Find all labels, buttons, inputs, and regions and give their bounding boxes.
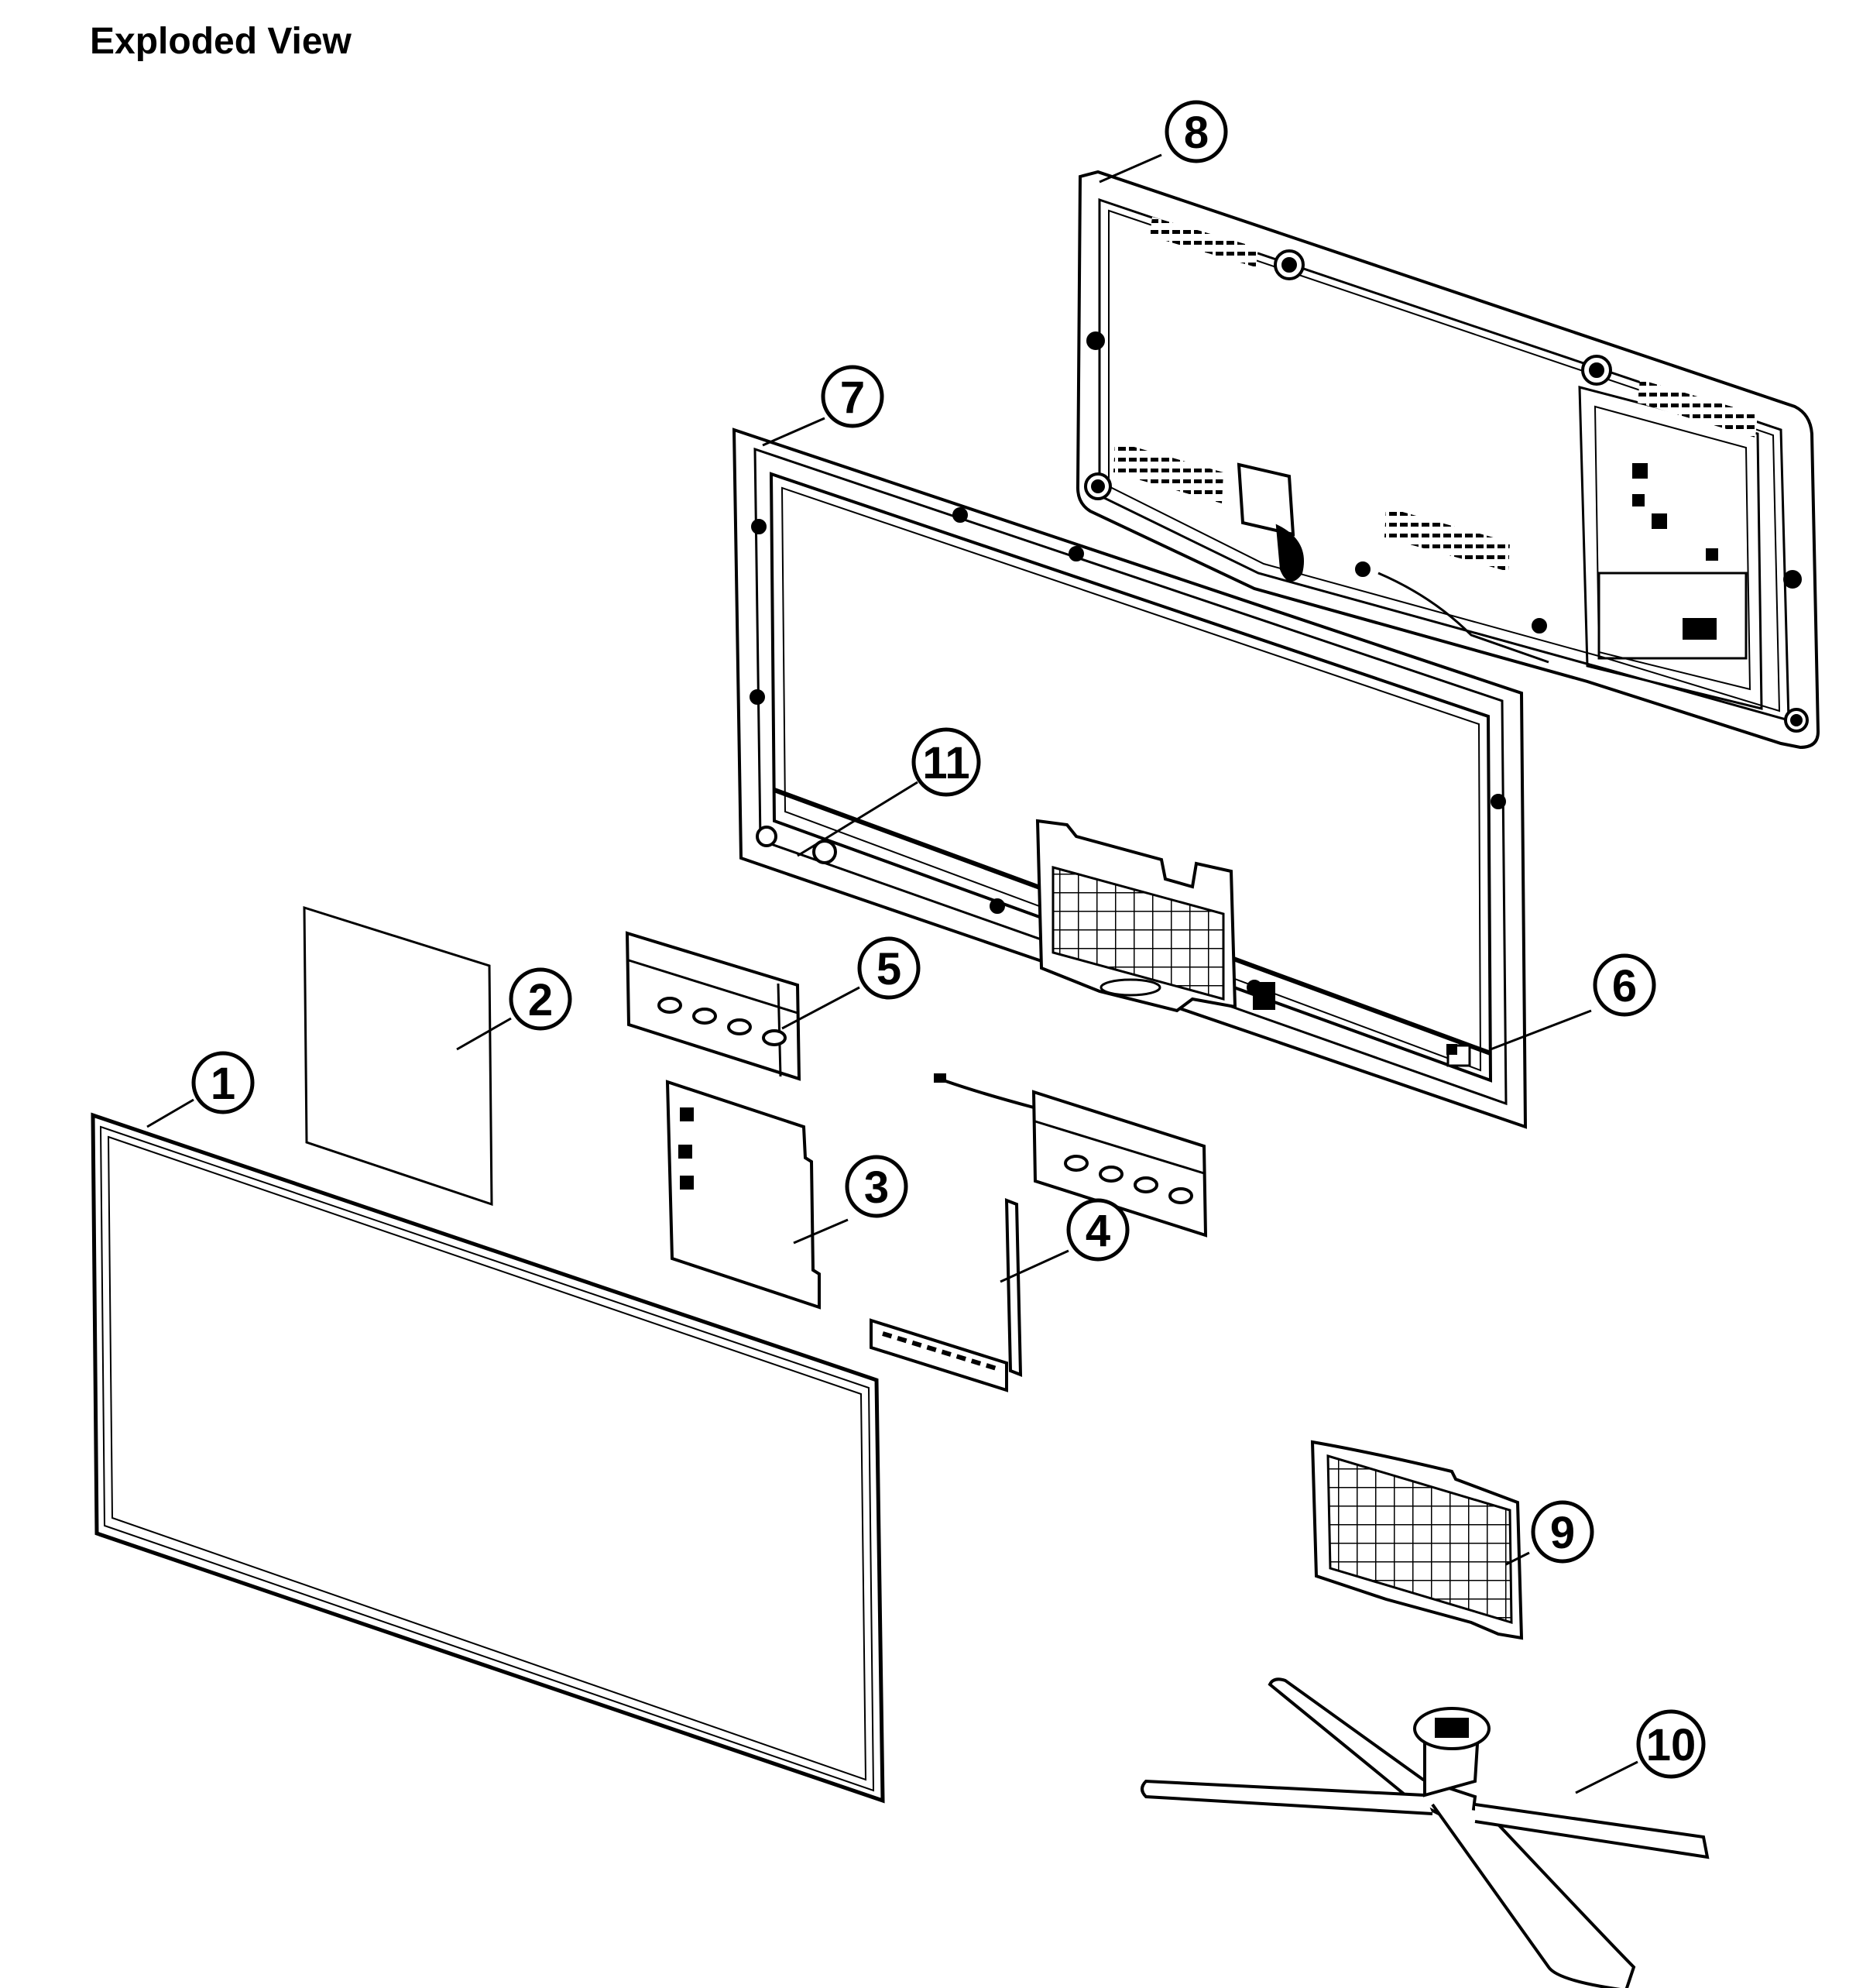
callout-6: 6 xyxy=(1593,953,1656,1017)
callout-2: 2 xyxy=(509,967,572,1031)
callout-8: 8 xyxy=(1165,100,1228,163)
callout-4: 4 xyxy=(1066,1198,1130,1262)
callout-6-label: 6 xyxy=(1612,961,1637,1011)
callout-5: 5 xyxy=(857,936,921,1000)
callout-2-label: 2 xyxy=(528,975,553,1025)
callout-9-label: 9 xyxy=(1550,1508,1575,1558)
speaker-bracket xyxy=(625,931,801,1081)
callout-3: 3 xyxy=(845,1155,908,1218)
display-panel xyxy=(91,1112,885,1804)
callout-4-label: 4 xyxy=(1086,1206,1110,1256)
callout-1: 1 xyxy=(191,1051,255,1114)
callout-5-label: 5 xyxy=(877,944,901,994)
callout-7-label: 7 xyxy=(840,373,865,423)
callout-1-label: 1 xyxy=(211,1059,235,1109)
callout-3-label: 3 xyxy=(864,1162,889,1213)
callout-9: 9 xyxy=(1531,1500,1594,1564)
callout-10-label: 10 xyxy=(1646,1720,1696,1770)
main-board-sheet xyxy=(303,905,493,1207)
stand-neck xyxy=(1310,1440,1524,1640)
leader-lines xyxy=(146,153,1638,1794)
callout-10: 10 xyxy=(1636,1709,1706,1779)
board-cover xyxy=(665,1080,821,1310)
callout-11-label: 11 xyxy=(922,738,969,788)
callout-11: 11 xyxy=(911,727,981,797)
speaker-right xyxy=(934,1073,1208,1238)
rear-cover xyxy=(1076,170,1820,750)
callout-8-label: 8 xyxy=(1184,108,1209,158)
middle-frame xyxy=(732,427,1528,1129)
stand-base xyxy=(1141,1677,1710,1988)
page-title: Exploded View xyxy=(90,21,352,62)
function-board xyxy=(870,1198,1023,1392)
callout-7: 7 xyxy=(821,365,884,428)
